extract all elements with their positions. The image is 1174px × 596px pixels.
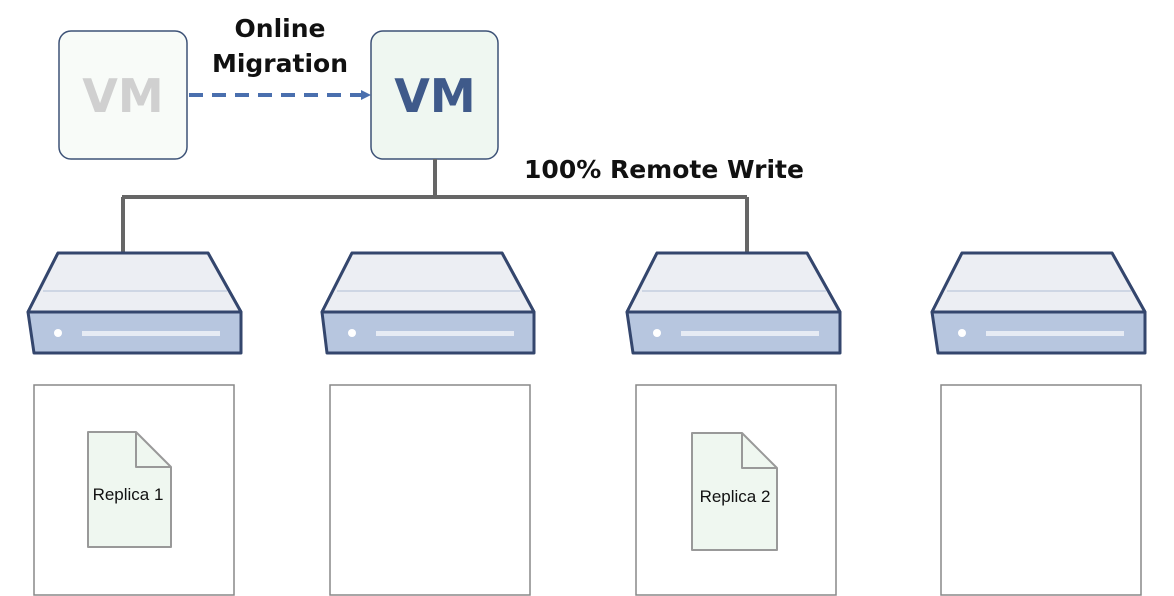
target-vm: VM xyxy=(370,30,499,160)
migration-label-line1: Online xyxy=(235,14,326,43)
remote-write-label: 100% Remote Write xyxy=(524,155,804,184)
replica-2-document: Replica 2 xyxy=(691,432,778,551)
replica-1-document: Replica 1 xyxy=(87,431,172,548)
server-4 xyxy=(930,251,1147,355)
source-vm: VM xyxy=(58,30,188,160)
source-vm-label: VM xyxy=(82,69,163,123)
server-1 xyxy=(26,251,243,355)
migration-label-line2: Migration xyxy=(212,49,348,78)
storage-box-2 xyxy=(329,384,531,596)
replica-1-label: Replica 1 xyxy=(93,485,164,504)
storage-box-4 xyxy=(940,384,1142,596)
replica-2-label: Replica 2 xyxy=(700,487,771,506)
target-vm-label: VM xyxy=(394,69,475,123)
server-3 xyxy=(625,251,842,355)
server-2 xyxy=(320,251,536,355)
